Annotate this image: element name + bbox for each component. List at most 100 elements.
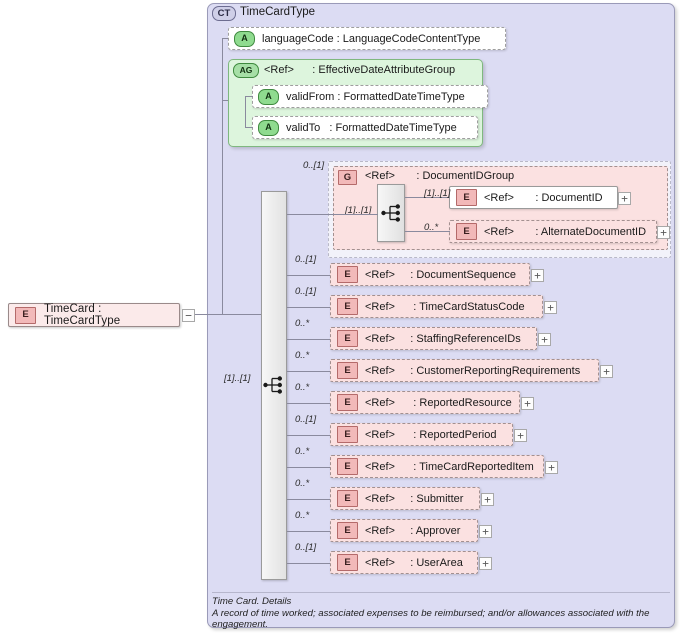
element-row-label: <Ref> : StaffingReferenceIDs [365, 332, 521, 345]
documentation-line-1: Time Card. Details [212, 596, 292, 607]
root-collapse-toggle[interactable]: − [182, 309, 195, 322]
attribute-group-title: <Ref> : EffectiveDateAttributeGroup [264, 64, 456, 76]
element-row-label: <Ref> : TimeCardReportedItem [365, 460, 534, 473]
group-title: <Ref> : DocumentIDGroup [365, 170, 515, 182]
group-sequence-occurrence: [1]..[1] [345, 205, 372, 216]
connector-root [193, 314, 222, 315]
expand-element-button[interactable]: + [481, 493, 494, 506]
sequence-occurrence: [1]..[1] [224, 373, 251, 384]
connector-alternatedocumentid [405, 231, 450, 232]
element-row-label: <Ref> : CustomerReportingRequirements [365, 364, 581, 377]
element-occurrence: 0..* [295, 510, 310, 521]
element-occurrence: 0..* [295, 478, 310, 489]
documentation-text: Time Card. Details A record of time work… [212, 596, 662, 631]
element-row[interactable]: E<Ref> : DocumentSequence [330, 263, 530, 286]
element-icon: E [337, 426, 358, 443]
element-row-label: <Ref> : ReportedResource [365, 396, 512, 409]
expand-element-button[interactable]: + [600, 365, 613, 378]
connector-to-group [287, 214, 333, 215]
element-alternatedocumentid-label: <Ref> : AlternateDocumentID [484, 225, 647, 238]
attribute-validfrom[interactable]: A validFrom : FormattedDateTimeType [252, 85, 488, 108]
connector-element-6 [287, 466, 330, 468]
element-occurrence: 0..* [295, 318, 310, 329]
element-icon: E [337, 298, 358, 315]
connector-ag-vertical [245, 96, 246, 128]
element-alternatedocumentid[interactable]: E <Ref> : AlternateDocumentID [449, 220, 657, 243]
sequence-icon [263, 376, 282, 394]
element-occurrence: 0..[1] [295, 414, 317, 425]
element-icon: E [337, 394, 358, 411]
element-icon: E [337, 458, 358, 475]
element-documentid-label: <Ref> : DocumentID [484, 191, 603, 204]
expand-element-button[interactable]: + [521, 397, 534, 410]
attribute-icon: A [258, 88, 279, 105]
element-icon: E [337, 362, 358, 379]
element-icon: E [456, 223, 477, 240]
root-element-label: TimeCard : TimeCardType [44, 303, 121, 327]
complex-type-badge-icon: CT [212, 6, 236, 21]
connector-element-3 [287, 370, 330, 372]
connector-attr-group [222, 100, 229, 101]
element-row-label: <Ref> : Approver [365, 524, 461, 537]
connector-element-1 [287, 306, 330, 308]
connector-element-4 [287, 402, 330, 404]
element-row[interactable]: E <Ref> : StaffingReferenceIDs [330, 327, 537, 350]
connector-element-2 [287, 338, 330, 340]
expand-element-button[interactable]: + [544, 301, 557, 314]
element-row[interactable]: E <Ref> : CustomerReportingRequirements [330, 359, 599, 382]
connector-to-sequence [222, 314, 261, 315]
attribute-languagecode-label: languageCode : LanguageCodeContentType [262, 32, 481, 45]
element-icon: E [337, 330, 358, 347]
connector-group-seq-in [333, 214, 378, 215]
expand-documentid-button[interactable]: + [618, 192, 631, 205]
element-icon: E [456, 189, 477, 206]
element-icon: E [337, 266, 358, 283]
connector-element-5 [287, 434, 330, 436]
attribute-languagecode[interactable]: A languageCode : LanguageCodeContentType [228, 27, 506, 50]
element-row-label: <Ref> : UserArea [365, 556, 463, 569]
expand-element-button[interactable]: + [538, 333, 551, 346]
connector-element-0 [287, 274, 330, 276]
expand-element-button[interactable]: + [479, 525, 492, 538]
documentation-divider [212, 592, 670, 593]
expand-element-button[interactable]: + [479, 557, 492, 570]
attribute-group-icon: AG [233, 63, 259, 78]
element-row[interactable]: E <Ref> : TimeCardReportedItem [330, 455, 544, 478]
expand-element-button[interactable]: + [545, 461, 558, 474]
element-occurrence: 0..[1] [295, 542, 317, 553]
element-icon: E [337, 522, 358, 539]
attribute-validto[interactable]: A validTo : FormattedDateTimeType [252, 116, 478, 139]
connector-element-8 [287, 530, 330, 532]
element-row[interactable]: E <Ref> : TimeCardStatusCode [330, 295, 543, 318]
group-icon: G [338, 170, 357, 185]
element-occurrence: 0..* [295, 350, 310, 361]
element-icon: E [337, 490, 358, 507]
connector-validto [245, 127, 253, 128]
element-occurrence: 0..[1] [295, 254, 317, 265]
connector-element-7 [287, 498, 330, 500]
attribute-icon: A [234, 30, 255, 47]
element-row[interactable]: E <Ref> : Approver [330, 519, 478, 542]
element-row-label: <Ref> : TimeCardStatusCode [365, 300, 525, 313]
element-row-label: <Ref> : ReportedPeriod [365, 428, 497, 441]
expand-alternatedocumentid-button[interactable]: + [657, 226, 670, 239]
element-row[interactable]: E <Ref> : ReportedResource [330, 391, 520, 414]
element-row-label: <Ref> : Submitter [365, 492, 464, 505]
element-row[interactable]: E <Ref> : ReportedPeriod [330, 423, 513, 446]
element-icon: E [337, 554, 358, 571]
connector-trunk-vertical [222, 100, 223, 315]
element-icon: E [15, 306, 36, 324]
expand-element-button[interactable]: + [514, 429, 527, 442]
connector-validfrom [245, 96, 253, 97]
element-row[interactable]: E <Ref> : UserArea [330, 551, 478, 574]
documentid-occurrence: [1]..[1] [424, 188, 451, 199]
element-row[interactable]: E <Ref> : Submitter [330, 487, 480, 510]
attribute-icon: A [258, 119, 279, 136]
attribute-validfrom-label: validFrom : FormattedDateTimeType [286, 90, 465, 103]
connector-documentid [405, 197, 450, 198]
root-element-timecard[interactable]: E TimeCard : TimeCardType [8, 303, 180, 327]
group-occurrence: 0..[1] [303, 160, 325, 171]
element-documentid[interactable]: E <Ref> : DocumentID [449, 186, 618, 209]
complex-type-title: TimeCardType [240, 6, 315, 18]
expand-element-button[interactable]: + [531, 269, 544, 282]
